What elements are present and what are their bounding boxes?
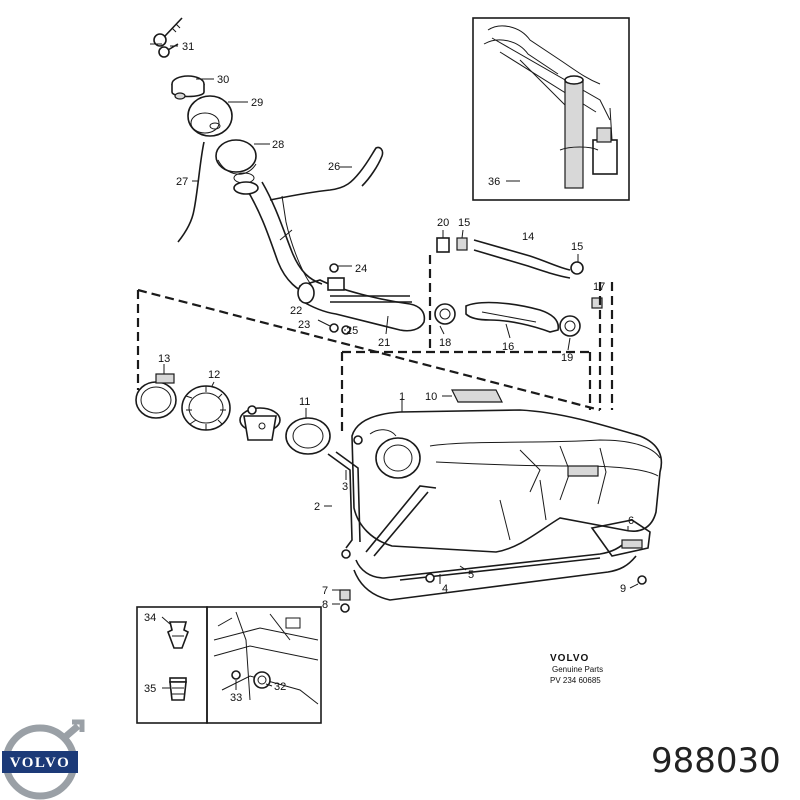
assembly-outline <box>136 255 614 432</box>
genuine-text: Genuine Parts <box>552 665 603 674</box>
volvo-logo-text: VOLVO <box>10 755 71 771</box>
callout-29: 29 <box>251 97 263 109</box>
callout-4: 4 <box>442 583 448 595</box>
callout-25: 25 <box>346 325 358 337</box>
callout-28: 28 <box>272 139 284 151</box>
callout-26: 26 <box>328 161 340 173</box>
tank-straps <box>327 451 651 613</box>
callout-3: 3 <box>342 481 348 493</box>
callout-2: 2 <box>314 501 320 513</box>
callout-15b: 15 <box>571 241 583 253</box>
callout-18: 18 <box>439 337 451 349</box>
volvo-logo: VOLVO <box>2 719 85 800</box>
callout-31: 31 <box>182 41 194 53</box>
callout-34: 34 <box>144 612 156 624</box>
callout-15a: 15 <box>458 217 470 229</box>
genuine-code: PV 234 60685 <box>550 676 601 685</box>
callout-33: 33 <box>230 692 242 704</box>
tank-components-left <box>135 373 331 455</box>
filler-neck <box>233 146 426 335</box>
callout-36: 36 <box>488 176 500 188</box>
callout-16: 16 <box>502 341 514 353</box>
genuine-brand: VOLVO <box>550 653 589 664</box>
genuine-parts-caption: VOLVO Genuine Parts PV 234 60685 <box>550 653 603 685</box>
callout-22: 22 <box>290 305 302 317</box>
fastener-inset <box>136 606 322 724</box>
callout-12: 12 <box>208 369 220 381</box>
callout-13: 13 <box>158 353 170 365</box>
callout-6: 6 <box>628 515 634 527</box>
callout-23: 23 <box>298 319 310 331</box>
callout-5: 5 <box>468 569 474 581</box>
fuel-tank <box>351 389 663 553</box>
part-number: 988030 <box>651 741 781 781</box>
callout-7: 7 <box>322 585 328 597</box>
callout-8: 8 <box>322 599 328 611</box>
callout-11: 11 <box>299 396 310 408</box>
callout-30: 30 <box>217 74 229 86</box>
callout-1: 1 <box>399 391 405 403</box>
callout-20: 20 <box>437 217 449 229</box>
callout-27: 27 <box>176 176 188 188</box>
callout-32: 32 <box>274 681 286 693</box>
drain-tube <box>177 141 205 243</box>
callout-21: 21 <box>378 337 390 349</box>
fuel-pump-inset <box>472 17 630 201</box>
callout-19: 19 <box>561 352 573 364</box>
filler-cap-group <box>150 17 257 184</box>
callout-10: 10 <box>425 391 437 403</box>
vent-hose-group <box>434 237 603 337</box>
callout-35: 35 <box>144 683 156 695</box>
callout-24: 24 <box>355 263 367 275</box>
callout-9: 9 <box>620 583 626 595</box>
callout-14: 14 <box>522 231 534 243</box>
